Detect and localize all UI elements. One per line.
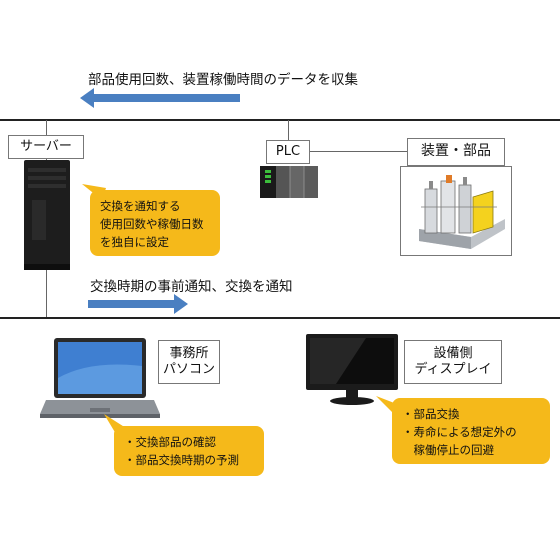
middle-caption: 交換時期の事前通知、交換を通知	[90, 279, 293, 295]
office-pc-callout: ・交換部品の確認 ・部品交換時期の予測	[114, 426, 264, 476]
server-label: サーバー	[8, 135, 84, 159]
server-callout-line: 使用回数や稼働日数	[100, 216, 204, 231]
right-arrow-icon	[88, 294, 188, 314]
display-callout-line: 稼働停止の回避	[402, 442, 494, 457]
display-callout-line: ・部品交換	[402, 407, 460, 421]
machine-icon	[419, 175, 505, 249]
network-line-lower	[0, 317, 560, 319]
office-pc-label: 事務所 パソコン	[158, 340, 220, 384]
display-callout-line: ・寿命による想定外の	[402, 424, 517, 439]
server-callout: 交換を通知する 使用回数や稼働日数 を独自に設定	[90, 190, 220, 256]
office-pc-label-line: 事務所	[169, 345, 209, 361]
equipment-label: 装置・部品	[407, 138, 505, 166]
equipment-image	[400, 166, 512, 256]
server-callout-line: を独自に設定	[100, 234, 169, 249]
plc-label: PLC	[266, 140, 310, 164]
server-callout-line: 交換を通知する	[100, 199, 181, 213]
plc-equipment-connector	[310, 151, 407, 152]
office-pc-label-line: パソコン	[162, 362, 215, 377]
plc-connector	[288, 120, 289, 140]
display-monitor-icon	[306, 334, 398, 405]
display-label-line: ディスプレイ	[414, 362, 492, 377]
plc-device-icon	[260, 166, 318, 198]
office-pc-callout-line: ・部品交換時期の予測	[124, 452, 239, 467]
display-label-line: 設備側	[433, 345, 473, 361]
laptop-icon	[40, 338, 160, 418]
server-tower-icon	[24, 160, 70, 270]
display-label: 設備側 ディスプレイ	[404, 340, 502, 384]
left-arrow-icon	[80, 88, 240, 108]
network-line-upper	[0, 119, 560, 121]
office-pc-callout-line: ・交換部品の確認	[124, 435, 216, 449]
display-callout: ・部品交換 ・寿命による想定外の 稼働停止の回避	[392, 398, 550, 464]
top-caption: 部品使用回数、装置稼働時間のデータを収集	[88, 72, 358, 88]
